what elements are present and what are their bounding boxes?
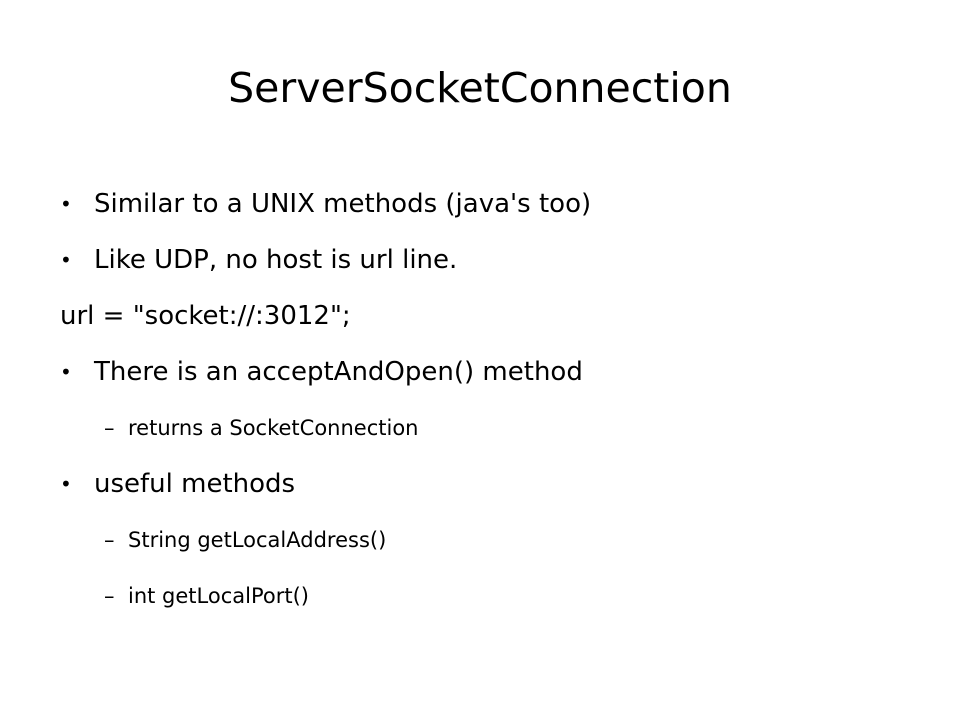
dash-icon: – [104, 528, 115, 552]
sub-item: – String getLocalAddress() [60, 512, 920, 568]
bullet-item: • There is an acceptAndOpen() method [60, 344, 920, 400]
dash-icon: – [104, 416, 115, 440]
bullet-icon: • [60, 192, 72, 216]
sub-item-text: String getLocalAddress() [128, 528, 387, 552]
bullet-item: • Like UDP, no host is url line. [60, 232, 920, 288]
code-line: url = "socket://:3012"; [60, 288, 920, 344]
bullet-item: • Similar to a UNIX methods (java's too) [60, 176, 920, 232]
bullet-text: Similar to a UNIX methods (java's too) [94, 189, 592, 219]
sub-item: – int getLocalPort() [60, 568, 920, 624]
sub-item: – returns a SocketConnection [60, 400, 920, 456]
bullet-text: Like UDP, no host is url line. [94, 245, 458, 275]
slide-title: ServerSocketConnection [228, 64, 732, 112]
slide-body: • Similar to a UNIX methods (java's too)… [60, 176, 920, 624]
bullet-text: There is an acceptAndOpen() method [94, 357, 583, 387]
dash-icon: – [104, 584, 115, 608]
sub-item-text: returns a SocketConnection [128, 416, 419, 440]
code-text: url = "socket://:3012"; [60, 301, 351, 331]
bullet-icon: • [60, 248, 72, 272]
sub-item-text: int getLocalPort() [128, 584, 309, 608]
bullet-text: useful methods [94, 469, 296, 499]
bullet-icon: • [60, 360, 72, 384]
bullet-item: • useful methods [60, 456, 920, 512]
bullet-icon: • [60, 472, 72, 496]
